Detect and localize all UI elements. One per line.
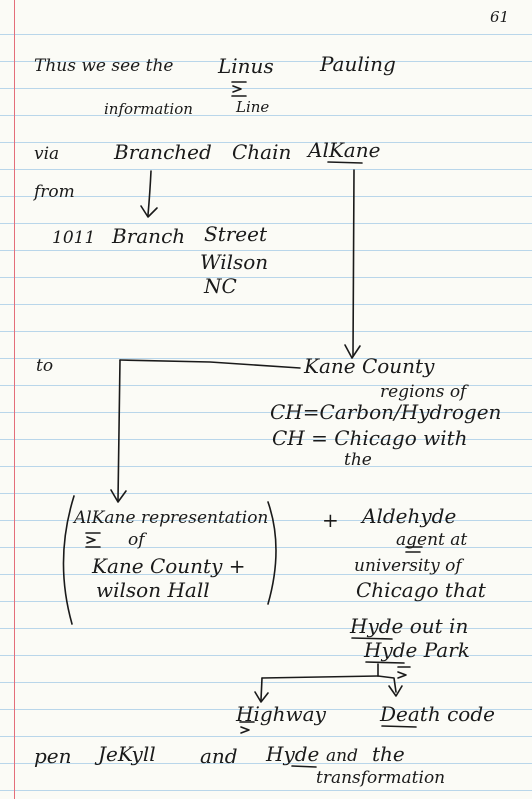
margin-line [14, 0, 15, 799]
equivalence-mark [405, 546, 423, 553]
left-parenthesis [62, 495, 75, 625]
handwriting-line: the [344, 450, 372, 470]
handwriting-line: Aldehyde [362, 504, 457, 528]
handwriting-line: Highway [236, 702, 326, 726]
handwriting-line: of [128, 530, 145, 550]
equivalence-mark [85, 532, 101, 548]
underline-hyde-park [365, 661, 405, 664]
handwriting-line: CH=Carbon/Hydrogen [270, 400, 502, 424]
handwriting-line: Linus [218, 54, 274, 78]
underline-hyde-bottom [291, 765, 317, 768]
handwriting-line: Death code [380, 702, 495, 726]
handwriting-line: Pauling [320, 52, 396, 76]
arrow-kane-to-representation [110, 359, 301, 503]
handwriting-line: Thus we see the [34, 56, 174, 76]
arrow-alkane-to-kane [344, 169, 361, 359]
handwriting-line: NC [204, 274, 237, 298]
equivalence-mark [239, 721, 255, 734]
arrow-hyde-branch [254, 663, 403, 703]
handwriting-line: Wilson [200, 250, 269, 274]
handwriting-line: AlKane representation [74, 508, 269, 528]
handwriting-line: from [34, 182, 75, 202]
equivalence-mark [397, 666, 411, 679]
handwriting-line: university of [354, 556, 462, 576]
arrow-branched-to-street [140, 170, 158, 218]
handwriting-line: agent at [396, 530, 468, 550]
handwriting-line: and [200, 744, 238, 768]
handwriting-line: the [372, 742, 405, 766]
underline-death [381, 725, 417, 728]
handwriting-line: pen [34, 744, 72, 768]
handwriting-line: Branch [112, 224, 186, 248]
handwriting-line: 1011 [52, 228, 96, 248]
handwriting-line: via [34, 144, 60, 164]
handwriting-line: regions of [380, 382, 467, 402]
handwriting-line: transformation [316, 768, 446, 788]
handwriting-line: Branched [114, 140, 212, 164]
handwriting-line: Hyde Park [364, 638, 470, 662]
handwriting-line: and [326, 746, 358, 766]
handwriting-line: AlKane [308, 138, 381, 162]
handwriting-line: CH = Chicago with [272, 426, 468, 450]
equivalence-mark [231, 81, 247, 97]
handwriting-line: wilson Hall [96, 578, 210, 602]
handwriting-line: + [322, 508, 339, 532]
handwriting-line: Hyde out in [350, 614, 469, 638]
handwriting-line: Kane County + [92, 554, 246, 578]
handwriting-line: to [36, 356, 54, 376]
handwriting-line: Chicago that [356, 578, 486, 602]
underline-hyde-out [351, 637, 393, 640]
page-number: 61 [490, 8, 510, 26]
handwriting-line: JeKyll [98, 742, 156, 766]
handwriting-line: Street [204, 222, 268, 246]
handwriting-line: Hyde [266, 742, 320, 766]
underline-alkane [327, 161, 363, 164]
handwriting-line: information [104, 100, 193, 118]
handwriting-line: Line [236, 98, 270, 116]
right-parenthesis [267, 501, 277, 605]
handwriting-line: Kane County [304, 354, 435, 378]
handwriting-line: Chain [232, 140, 292, 164]
